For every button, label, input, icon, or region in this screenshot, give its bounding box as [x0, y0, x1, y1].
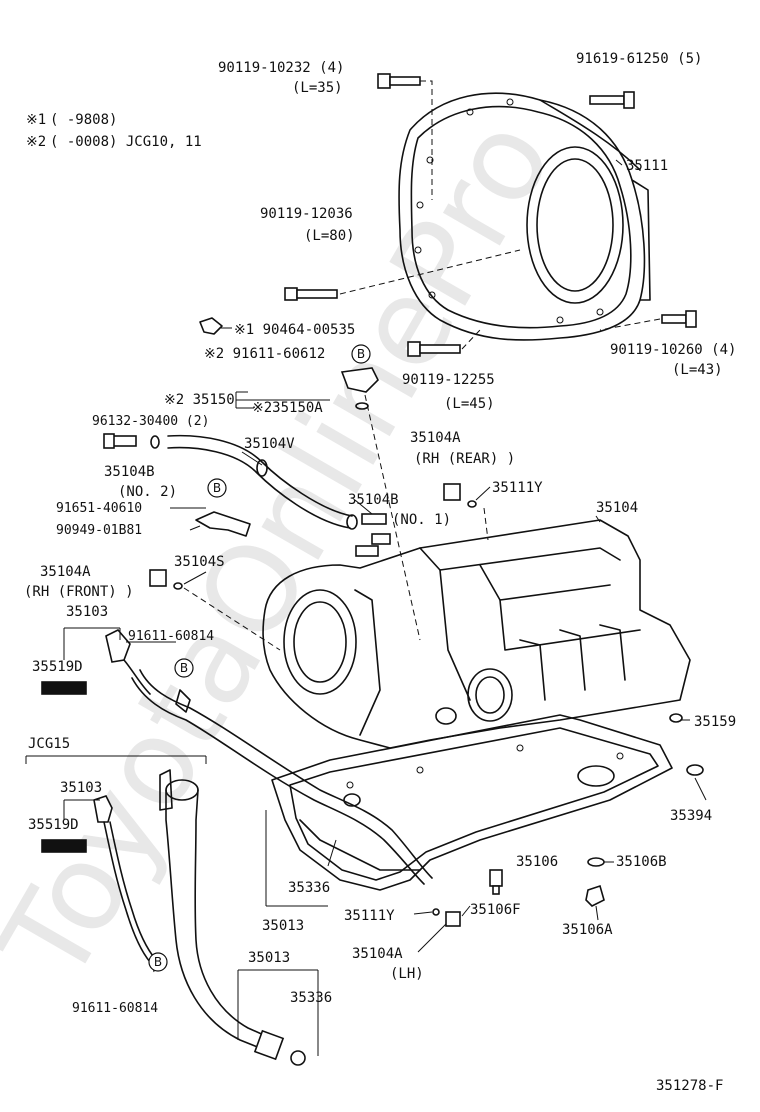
bolt-90119-12255	[407, 341, 461, 357]
watermark-text: ToyotaOnlinePro	[0, 96, 580, 1005]
circle-mark-b-4-text: B	[154, 955, 162, 969]
label-35106B: 35106B	[616, 854, 667, 870]
label-35111Y-top: 35111Y	[492, 480, 543, 496]
circle-mark-b-4: B	[148, 952, 168, 972]
label-35336-mid: 35336	[288, 880, 330, 896]
label-35150: ※2 35150	[164, 392, 235, 408]
plug-35104A-lh	[432, 908, 461, 927]
bolt-90119-12036	[284, 287, 338, 301]
diagram-id: 351278-F	[656, 1078, 723, 1094]
label-96132-30400: 96132-30400 (2)	[92, 414, 209, 429]
label-35104A-rh-rear-sub: (RH (REAR) )	[414, 451, 515, 467]
plug-35159	[669, 713, 683, 723]
label-35104A-front: 35104A	[40, 564, 91, 580]
label-35104S: 35104S	[174, 554, 225, 570]
jcg15-inset	[25, 755, 306, 1066]
label-35013-bot: 35013	[248, 950, 290, 966]
oil-filler-tube-35013-main	[131, 669, 433, 885]
notes-legend: ※1 ( -9808) ※2 ( -0008) JCG10, 11	[26, 112, 202, 150]
label-91611-60814-bot: 91611-60814	[72, 1001, 158, 1016]
clip-90464-00535	[199, 317, 223, 335]
plug-35104A-rh-rear	[443, 483, 477, 508]
label-91651-40610: 91651-40610	[56, 501, 142, 516]
label-35519D-bot: 35519D	[28, 817, 79, 833]
circle-mark-b-3: B	[174, 658, 194, 678]
clamp-90949-01B81	[195, 511, 251, 537]
sensor-35150	[340, 367, 379, 410]
label-35150A: ※235150A	[252, 400, 323, 416]
label-90119-10232-len: (L=35)	[292, 80, 343, 96]
magnet-35106A	[585, 884, 605, 907]
note-1-mark: ※1	[26, 112, 46, 128]
label-91619-61250: 91619-61250 (5)	[576, 51, 702, 67]
gasket-35106B	[587, 857, 605, 867]
label-35104A-lh-sub: (LH)	[390, 966, 424, 982]
label-tag-35519D-bot	[41, 839, 87, 853]
bolt-91619-61250	[589, 91, 635, 109]
note-1-text: ( -9808)	[50, 112, 117, 128]
label-90119-12255: 90119-12255	[402, 372, 495, 388]
label-90119-10260: 90119-10260 (4)	[610, 342, 736, 358]
gasket-35394	[686, 764, 704, 776]
label-35519D-top: 35519D	[32, 659, 83, 675]
union-35104B-no1	[355, 513, 391, 557]
label-35111Y-bot: 35111Y	[344, 908, 395, 924]
label-35103-bot: 35103	[60, 780, 102, 796]
label-90119-12036-len: (L=80)	[304, 228, 355, 244]
label-91611-60814-top: 91611-60814	[128, 629, 214, 644]
union-35104B-no2	[103, 433, 160, 449]
label-91611-60612: ※2 91611-60612	[204, 346, 325, 362]
label-35336-bot: 35336	[290, 990, 332, 1006]
circle-mark-b-1: B	[351, 344, 371, 364]
label-35104A-lh: 35104A	[352, 946, 403, 962]
label-90119-10232: 90119-10232 (4)	[218, 60, 344, 76]
label-35106A: 35106A	[562, 922, 613, 938]
label-90464-00535: ※1 90464-00535	[234, 322, 355, 338]
label-35104B-no1-sub: (NO. 1)	[392, 512, 451, 528]
note-2-mark: ※2	[26, 134, 46, 150]
label-35106F: 35106F	[470, 902, 521, 918]
label-35103-top: 35103	[66, 604, 108, 620]
label-tag-35519D-top	[41, 681, 87, 695]
label-35104B-no2: 35104B	[104, 464, 155, 480]
label-90119-10260-len: (L=43)	[672, 362, 723, 378]
label-35104B-no2-sub: (NO. 2)	[118, 484, 177, 500]
label-jcg15: JCG15	[28, 736, 70, 752]
oil-pan-35106	[271, 714, 673, 891]
label-35013-mid: 35013	[262, 918, 304, 934]
label-90119-12036: 90119-12036	[260, 206, 353, 222]
label-35104A-front-sub: (RH (FRONT) )	[24, 584, 134, 600]
dipstick-35103-main	[105, 629, 151, 695]
bolt-90119-10232	[377, 73, 421, 89]
label-35104B-no1: 35104B	[348, 492, 399, 508]
circle-mark-b-2: B	[207, 478, 227, 498]
circle-mark-b-2-text: B	[213, 481, 221, 495]
label-35159: 35159	[694, 714, 736, 730]
transmission-housing-35111	[398, 92, 651, 341]
circle-mark-b-3-text: B	[180, 661, 188, 675]
label-35104A-rh-rear: 35104A	[410, 430, 461, 446]
leader-lines	[63, 159, 707, 1056]
hose-35104V	[167, 434, 358, 530]
label-35104V: 35104V	[244, 436, 295, 452]
label-35106: 35106	[516, 854, 558, 870]
plug-35104A-rh-front	[149, 569, 183, 590]
bolt-90119-10260	[661, 310, 697, 328]
circle-mark-b-1-text: B	[357, 347, 365, 361]
label-35104: 35104	[596, 500, 638, 516]
label-35394: 35394	[670, 808, 712, 824]
label-35111: 35111	[626, 158, 668, 174]
label-90119-12255-len: (L=45)	[444, 396, 495, 412]
transmission-case-35104	[262, 519, 691, 749]
part-labels: 90119-10232 (4) (L=35) 91619-61250 (5) 3…	[24, 51, 736, 1094]
label-90949-01B81: 90949-01B81	[56, 523, 142, 538]
note-2-text: ( -0008) JCG10, 11	[50, 134, 202, 150]
drain-plug-35106F	[489, 869, 503, 895]
